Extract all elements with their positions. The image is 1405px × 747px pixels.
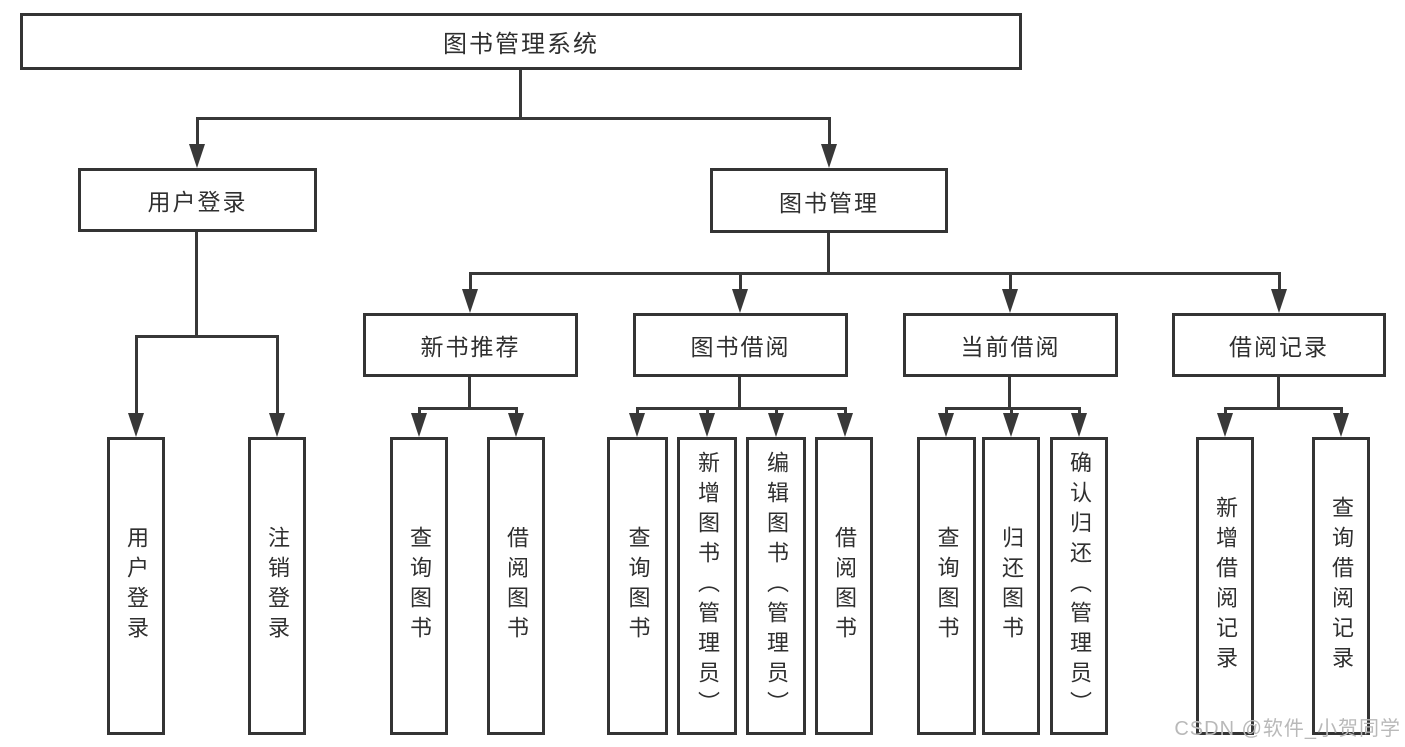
node-label: 新增借阅记录: [1213, 496, 1238, 676]
arrow-down-icon: [768, 413, 784, 437]
arrow-down-icon: [128, 413, 144, 437]
node-label: 确认归还（管理员）: [1067, 451, 1092, 721]
arrow-down-icon: [411, 413, 427, 437]
node-new-book-recommendation: 新书推荐: [363, 313, 578, 377]
edge-root-split: [196, 117, 830, 120]
node-label: 图书管理: [779, 189, 879, 216]
arrow-down-icon: [837, 413, 853, 437]
arrow-down-icon: [1002, 289, 1018, 313]
leaf-add-book-admin: 新增图书（管理员）: [677, 437, 737, 735]
node-current-borrowing: 当前借阅: [903, 313, 1118, 377]
edge-book-mgmt-split: [469, 272, 1280, 275]
node-label: 查询图书: [934, 526, 960, 646]
edge-borrowing-stub: [738, 377, 741, 409]
arrow-down-icon: [1003, 413, 1019, 437]
node-label: 编辑图书（管理员）: [764, 451, 789, 721]
node-user-login: 用户登录: [78, 168, 317, 232]
edge-stem: [828, 117, 831, 148]
edge-stem: [739, 272, 742, 293]
edge-user-login-split: [135, 335, 278, 338]
node-label: 归还图书: [999, 526, 1024, 646]
node-label: 查询图书: [407, 526, 432, 646]
leaf-query-books-recommend: 查询图书: [390, 437, 448, 735]
node-label: 图书管理系统: [443, 31, 599, 58]
node-label: 用户登录: [124, 526, 149, 646]
node-label: 新增图书（管理员）: [695, 451, 720, 721]
arrow-down-icon: [629, 413, 645, 437]
node-borrowing-records: 借阅记录: [1172, 313, 1386, 377]
edge-records-split: [1224, 407, 1342, 410]
edge-stem: [135, 335, 138, 417]
csdn-watermark: CSDN @软件_小贺同学: [1174, 718, 1401, 740]
node-book-management: 图书管理: [710, 168, 948, 233]
edge-recommend-stub: [468, 377, 471, 409]
node-label: 借阅图书: [504, 526, 529, 646]
leaf-borrow-books-borrowing: 借阅图书: [815, 437, 873, 735]
edge-current-stub: [1008, 377, 1011, 409]
node-label: 当前借阅: [960, 334, 1061, 360]
arrow-down-icon: [821, 144, 837, 168]
node-label: 新书推荐: [420, 334, 521, 360]
node-book-borrowing: 图书借阅: [633, 313, 848, 377]
node-label: 查询借阅记录: [1329, 496, 1354, 676]
leaf-query-borrow-record: 查询借阅记录: [1312, 437, 1370, 735]
arrow-down-icon: [1333, 413, 1349, 437]
edge-recommend-split: [418, 407, 518, 410]
edge-book-mgmt-stub: [827, 233, 830, 275]
node-label: 查询图书: [625, 526, 651, 646]
node-label: 注销登录: [265, 526, 290, 646]
leaf-confirm-return-admin: 确认归还（管理员）: [1050, 437, 1108, 735]
edge-stem: [469, 272, 472, 293]
edge-user-login-stub: [195, 232, 198, 337]
edge-root-stub: [519, 68, 522, 117]
leaf-logout: 注销登录: [248, 437, 306, 735]
edge-stem: [196, 117, 199, 148]
arrow-down-icon: [1071, 413, 1087, 437]
leaf-user-login: 用户登录: [107, 437, 165, 735]
edge-records-stub: [1277, 377, 1280, 409]
leaf-edit-book-admin: 编辑图书（管理员）: [746, 437, 806, 735]
leaf-query-books-borrowing: 查询图书: [607, 437, 668, 735]
arrow-down-icon: [732, 289, 748, 313]
leaf-query-books-current: 查询图书: [917, 437, 976, 735]
edge-current-split: [945, 407, 1081, 410]
arrow-down-icon: [938, 413, 954, 437]
leaf-return-books: 归还图书: [982, 437, 1040, 735]
arrow-down-icon: [1271, 289, 1287, 313]
node-label: 借阅图书: [832, 526, 857, 646]
arrow-down-icon: [269, 413, 285, 437]
node-label: 用户登录: [147, 189, 248, 215]
edge-stem: [1009, 272, 1012, 293]
arrow-down-icon: [508, 413, 524, 437]
leaf-borrow-books-recommend: 借阅图书: [487, 437, 545, 735]
arrow-down-icon: [699, 413, 715, 437]
node-root: 图书管理系统: [20, 13, 1022, 70]
arrow-down-icon: [1217, 413, 1233, 437]
edge-stem: [1278, 272, 1281, 293]
arrow-down-icon: [189, 144, 205, 168]
arrow-down-icon: [462, 289, 478, 313]
leaf-add-borrow-record: 新增借阅记录: [1196, 437, 1254, 735]
edge-borrowing-split: [636, 407, 846, 410]
node-label: 图书借阅: [690, 334, 791, 360]
node-label: 借阅记录: [1229, 334, 1329, 360]
edge-stem: [276, 335, 279, 417]
